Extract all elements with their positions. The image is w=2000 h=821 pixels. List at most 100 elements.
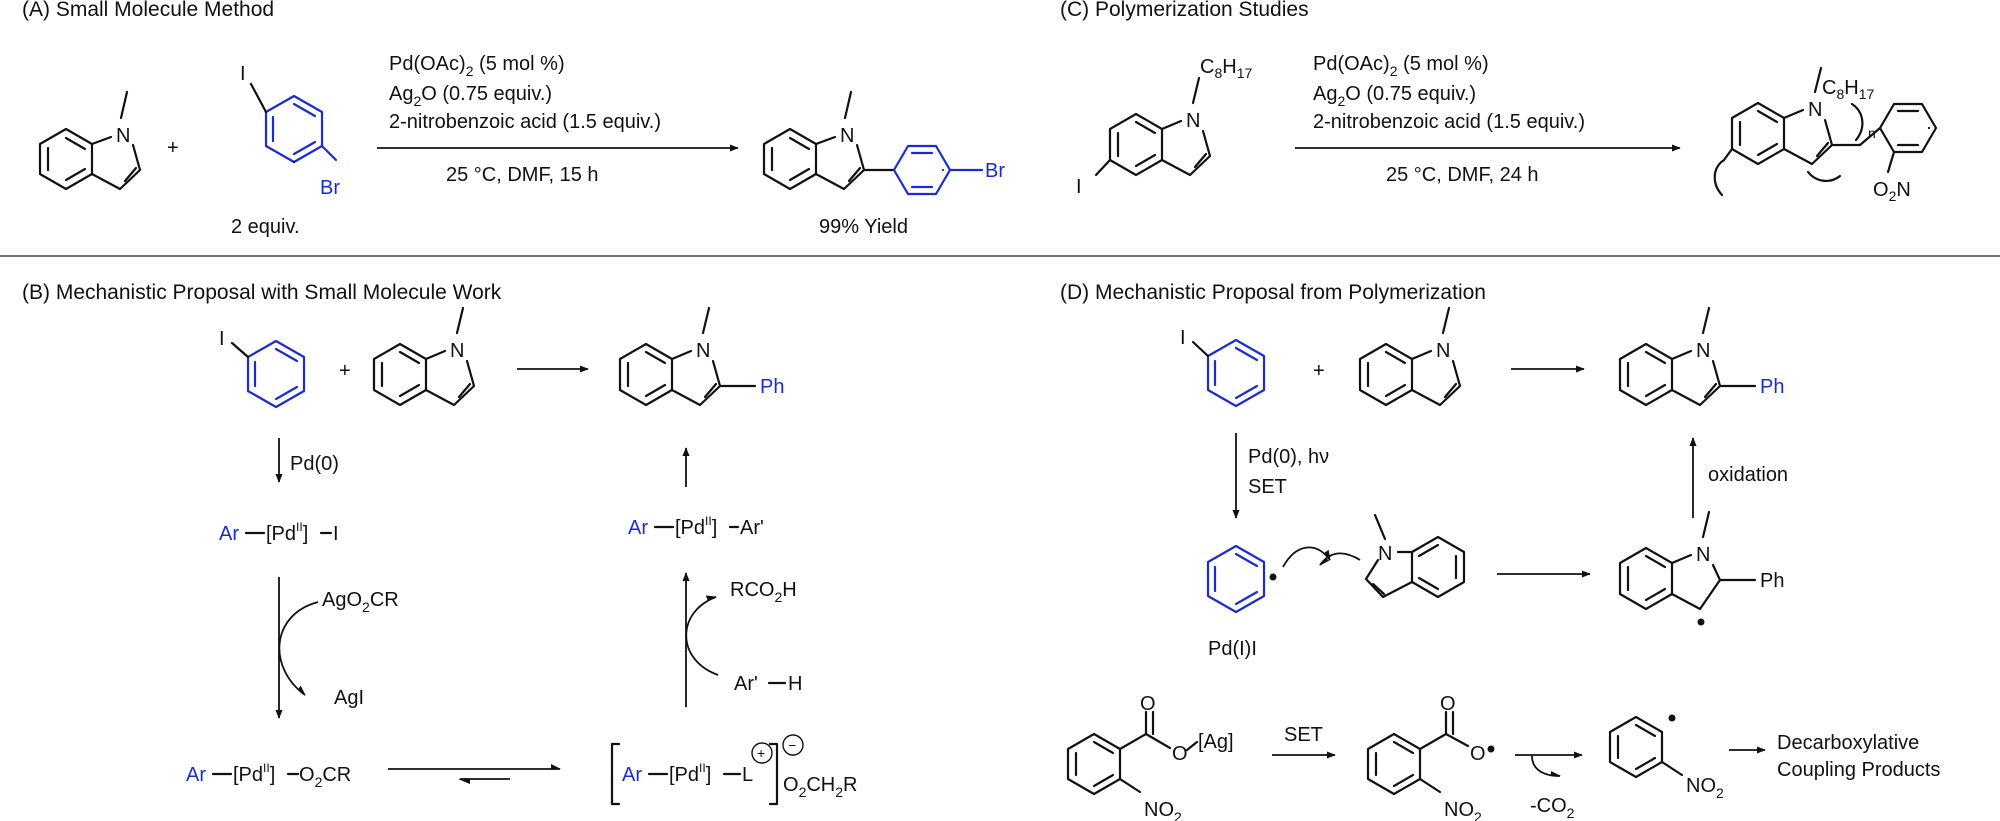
radical-dot	[1487, 745, 1495, 753]
radical-dot	[1269, 573, 1277, 581]
aryl-label: Ar	[219, 523, 239, 545]
indolinyl-radical-intermediate: N Ph	[1618, 510, 1784, 626]
carboxylate-anion: O2CH2R	[783, 774, 858, 800]
panel-d: I + N N Ph Pd(0	[1066, 306, 1940, 821]
arene-h-label: H	[788, 673, 802, 695]
aryl-label: Ar	[186, 764, 206, 786]
phenyl-label: Ph	[760, 376, 784, 398]
agi-byproduct-label: AgI	[334, 687, 364, 709]
photo-condition-label: Pd(0), hν	[1248, 446, 1329, 468]
bromoiodobenzene-reactant: I Br	[240, 63, 340, 199]
pd-ii-center: [PdII]	[675, 514, 717, 539]
decarboxylative-products-label: Decarboxylative	[1777, 732, 1919, 754]
set-label: SET	[1248, 476, 1287, 498]
product-bromophenyl-indole: N Br	[762, 90, 1005, 196]
condition-oxidant: Ag2O (0.75 equiv.)	[1313, 83, 1476, 109]
atom-o: O	[1470, 743, 1486, 765]
aryl-label: Ar	[628, 517, 648, 539]
atom-n: N	[116, 125, 130, 147]
curved-arrow	[1531, 755, 1561, 777]
header-panel-b: (B) Mechanistic Proposal with Small Mole…	[22, 281, 502, 304]
n-methylindole: N	[372, 306, 476, 407]
atom-n: N	[1696, 544, 1710, 566]
atom-n: N	[1696, 340, 1710, 362]
aryl-label: Ar	[622, 764, 642, 786]
radical-dot	[1668, 714, 1676, 722]
carboxylate-complex: Ar [PdII] O2CR	[186, 761, 351, 790]
atom-i: I	[1076, 176, 1082, 198]
n-methylindole-attacking: N	[1364, 513, 1466, 599]
iodobenzene: I	[1180, 327, 1266, 408]
silver-nitrobenzoate: O O [Ag] NO2	[1066, 693, 1234, 821]
plus-sign: +	[167, 137, 179, 159]
product-2-phenylindole: N Ph	[1618, 306, 1784, 407]
silver-label: [Ag]	[1198, 731, 1234, 753]
pd-ii-center: [PdII]	[266, 520, 308, 545]
repeat-unit-n: n	[1868, 125, 1876, 141]
atom-i: I	[1180, 327, 1186, 349]
panel-a: N + I Br 2 equiv. Pd(OAc)2 (5 mol %) Ag2…	[38, 53, 1005, 238]
header-panel-d: (D) Mechanistic Proposal from Polymeriza…	[1060, 281, 1486, 304]
curved-arrow	[685, 595, 719, 676]
condition-additive: 2-nitrobenzoic acid (1.5 equiv.)	[389, 111, 661, 133]
plus-sign: +	[339, 360, 351, 382]
carboxylate-ligand: O2CR	[299, 764, 351, 790]
condition-catalyst: Pd(OAc)2 (5 mol %)	[389, 53, 565, 79]
atom-br: Br	[985, 160, 1005, 182]
radical-dot	[1697, 618, 1705, 626]
coupling-products-label: Coupling Products	[1777, 759, 1940, 781]
atom-n: N	[1808, 99, 1822, 121]
atom-i: I	[240, 63, 246, 85]
phenyl-label: Ph	[1760, 570, 1784, 592]
panel-c: N I C8H17 Pd(OAc)2 (5 mol %) Ag2O (0.75 …	[1076, 53, 1938, 204]
ligand-l: L	[742, 764, 753, 786]
equilibrium-arrows	[388, 764, 561, 784]
yield-label: 99% Yield	[819, 216, 908, 238]
oxidation-label: oxidation	[1708, 464, 1788, 486]
atom-o: O	[1140, 693, 1156, 715]
n-methylindole-reactant: N	[38, 90, 142, 191]
curved-arrow	[1319, 552, 1361, 566]
panel-b: I + N N Ph	[186, 306, 858, 806]
condition-catalyst: Pd(OAc)2 (5 mol %)	[1313, 53, 1489, 79]
atom-i: I	[219, 328, 225, 350]
pd0-label: Pd(0)	[290, 453, 339, 475]
condition-additive: 2-nitrobenzoic acid (1.5 equiv.)	[1313, 111, 1585, 133]
phenyl-radical	[1206, 544, 1277, 614]
carboxylic-acid-label: RCO2H	[730, 579, 797, 605]
pd-ii-center: [PdII]	[669, 761, 711, 786]
condition-temp-solvent-time: 25 °C, DMF, 24 h	[1386, 164, 1539, 186]
curved-arrow	[1282, 546, 1331, 568]
nitro-group: NO2	[1144, 799, 1182, 821]
condition-temp-solvent-time: 25 °C, DMF, 15 h	[446, 164, 599, 186]
silver-carboxylate-label: AgO2CR	[322, 589, 399, 615]
atom-n: N	[1436, 340, 1450, 362]
atom-n: N	[1378, 543, 1392, 565]
plus-sign: +	[1313, 360, 1325, 382]
nitro-group: NO2	[1444, 799, 1482, 821]
phenyl-label: Ph	[1760, 376, 1784, 398]
product-2-phenylindole: N Ph	[618, 306, 784, 407]
oxidative-addition-complex: Ar [PdII] I	[219, 520, 339, 545]
atom-o: O	[1440, 693, 1456, 715]
atom-n: N	[1186, 110, 1200, 132]
nitro-group: NO2	[1686, 775, 1724, 801]
curved-arrow	[278, 601, 319, 696]
arene-label: Ar'	[734, 673, 758, 695]
iodobenzene: I	[219, 328, 306, 409]
cationic-pd-complex: Ar [PdII] L + − O2CH2R	[610, 734, 858, 806]
atom-n: N	[696, 340, 710, 362]
n-methylindole: N	[1358, 306, 1462, 407]
atom-o: O	[1172, 743, 1188, 765]
nitroaryl-radical: NO2	[1608, 714, 1724, 801]
pd-ii-center: [PdII]	[233, 761, 275, 786]
polymer-product: N C8H17 n O2N	[1713, 66, 1938, 204]
negative-charge: −	[788, 737, 796, 753]
header-panel-a: (A) Small Molecule Method	[22, 0, 274, 21]
co2-loss-label: -CO2	[1530, 795, 1575, 821]
equiv-label: 2 equiv.	[231, 216, 300, 238]
octyl-group: C8H17	[1200, 56, 1252, 81]
iodide-ligand: I	[333, 523, 339, 545]
arene-coupling-partner: Ar' H	[734, 673, 802, 695]
